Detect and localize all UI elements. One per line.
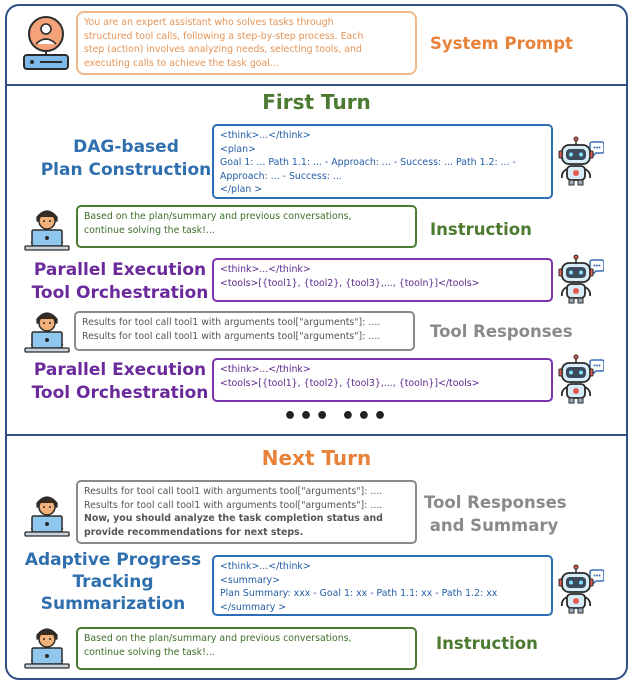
tool-summary-box: Results for tool call tool1 with argumen…: [76, 480, 417, 544]
instruction-line: continue solving the task!...: [84, 224, 215, 236]
tools-line: <think>...</think>: [220, 264, 311, 275]
adaptive-label-line: Tracking: [72, 572, 154, 592]
robot-icon: [558, 136, 604, 186]
response-line: Results for tool call tool1 with argumen…: [82, 317, 381, 328]
system-line: structured tool calls, following a step-…: [84, 30, 364, 42]
parallel-label-line: Tool Orchestration: [31, 283, 209, 303]
parallel-label-line: Tool Orchestration: [31, 383, 209, 403]
divider-turns: [6, 434, 627, 436]
instruction-label: Instruction: [430, 220, 532, 239]
first-turn-title: First Turn: [262, 90, 371, 114]
instruction-box: Based on the plan/summary and previous c…: [76, 627, 417, 670]
summary-line: <think>...</think>: [220, 561, 311, 572]
system-line: You are an expert assistant who solves t…: [84, 17, 334, 28]
parallel-label: Parallel Execution Tool Orchestration: [30, 259, 210, 305]
tools-box: <think>...</think> <tools>[{tool1}, {too…: [212, 358, 553, 402]
system-prompt-box: You are an expert assistant who solves t…: [76, 11, 417, 75]
diagram-frame: [5, 4, 628, 680]
instruction-line: Based on the plan/summary and previous c…: [84, 211, 352, 222]
summary-line: <summary>: [220, 574, 280, 586]
person-laptop-icon: [24, 496, 70, 537]
instruction-label: Instruction: [436, 634, 538, 653]
instruction-box: Based on the plan/summary and previous c…: [76, 205, 417, 248]
plan-line: Approach: ... - Success: ...: [220, 170, 342, 182]
summary-box: <think>...</think> <summary> Plan Summar…: [212, 555, 553, 616]
dag-label: DAG-based Plan Construction: [40, 136, 212, 182]
plan-line: <plan>: [220, 143, 256, 155]
plan-line: Goal 1: ... Path 1.1: ... - Approach: ..…: [220, 157, 516, 168]
person-laptop-icon: [24, 210, 70, 251]
system-line: step (action) involves analyzing needs, …: [84, 44, 362, 55]
plan-line: <think>...</think>: [220, 130, 311, 141]
plan-box: <think>...</think> <plan> Goal 1: ... Pa…: [212, 124, 553, 199]
robot-icon: [558, 354, 604, 404]
adaptive-label-line: Adaptive Progress: [24, 550, 202, 570]
next-turn-title: Next Turn: [261, 446, 372, 470]
tool-summary-label-line: and Summary: [429, 516, 559, 535]
summary-line: Plan Summary: xxx - Goal 1: xx - Path 1.…: [220, 588, 498, 599]
system-line: executing calls to achieve the task goal…: [84, 57, 279, 69]
system-prompt-label: System Prompt: [430, 34, 573, 53]
instruction-line: continue solving the task!...: [84, 646, 215, 658]
response-line: Results for tool call tool1 with argumen…: [84, 499, 383, 511]
robot-icon: [558, 254, 604, 304]
tool-summary-label-line: Tool Responses: [424, 493, 567, 512]
adaptive-label: Adaptive Progress Tracking Summarization: [18, 549, 208, 615]
analysis-request-line: provide recommendations for next steps.: [84, 526, 304, 538]
dag-label-line: DAG-based: [73, 137, 179, 157]
tools-line: <tools>[{tool1}, {tool2}, {tool3},..., {…: [220, 377, 480, 389]
response-line: Results for tool call tool1 with argumen…: [82, 330, 381, 342]
response-line: Results for tool call tool1 with argumen…: [84, 486, 383, 497]
person-laptop-icon: [24, 312, 70, 353]
tools-line: <think>...</think>: [220, 364, 311, 375]
ellipsis: ••• •••: [283, 404, 390, 429]
tools-line: <tools>[{tool1}, {tool2}, {tool3},..., {…: [220, 277, 480, 289]
tool-summary-label: Tool Responses and Summary: [424, 491, 567, 537]
robot-icon: [558, 564, 604, 614]
person-laptop-icon: [24, 628, 70, 669]
analysis-request-line: Now, you should analyze the task complet…: [84, 513, 383, 524]
parallel-label-line: Parallel Execution: [33, 360, 207, 380]
dag-label-line: Plan Construction: [40, 160, 212, 180]
divider-system: [6, 84, 627, 86]
plan-line: </plan >: [220, 184, 263, 195]
parallel-label: Parallel Execution Tool Orchestration: [30, 359, 210, 405]
summary-line: </summary >: [220, 601, 287, 613]
tools-box: <think>...</think> <tools>[{tool1}, {too…: [212, 258, 553, 302]
tool-responses-box: Results for tool call tool1 with argumen…: [74, 311, 415, 351]
parallel-label-line: Parallel Execution: [33, 260, 207, 280]
system-user-icon: [23, 16, 69, 70]
instruction-line: Based on the plan/summary and previous c…: [84, 633, 352, 644]
tool-responses-label: Tool Responses: [430, 322, 573, 341]
adaptive-label-line: Summarization: [40, 594, 186, 614]
